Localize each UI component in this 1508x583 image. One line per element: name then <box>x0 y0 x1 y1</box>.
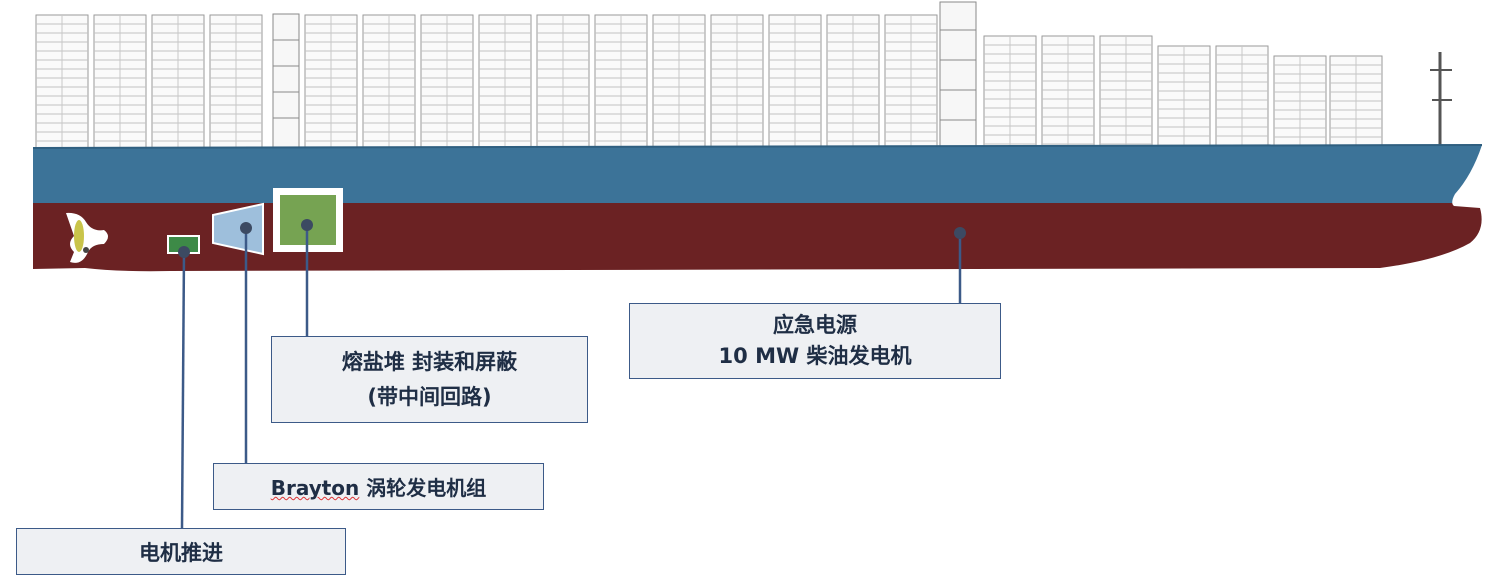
emergency-power-title: 应急电源 <box>773 313 857 337</box>
emergency-power-label: 应急电源 10 MW 柴油发电机 <box>629 303 1001 379</box>
brayton-word: Brayton <box>270 476 360 500</box>
emergency-power-detail: 10 MW 柴油发电机 <box>718 344 912 368</box>
leader-lines <box>180 225 962 529</box>
reactor-detail: (带中间回路) <box>367 384 492 409</box>
brayton-label: Brayton 涡轮发电机组 <box>213 463 544 510</box>
container-stacks <box>35 14 1383 149</box>
propeller-icon <box>66 212 108 263</box>
brayton-turbine-unit <box>212 202 264 256</box>
reactor-title: 熔盐堆 封装和屏蔽 <box>341 349 518 374</box>
reactor-label: 熔盐堆 封装和屏蔽 (带中间回路) <box>271 336 588 423</box>
motor-propulsion-label: 电机推进 <box>16 528 346 575</box>
brayton-rest: 涡轮发电机组 <box>359 476 487 500</box>
superstructure <box>272 1 1452 149</box>
motor-propulsion-text: 电机推进 <box>139 540 223 565</box>
leader-dots <box>178 219 966 258</box>
hull-upper-band <box>33 145 1482 203</box>
